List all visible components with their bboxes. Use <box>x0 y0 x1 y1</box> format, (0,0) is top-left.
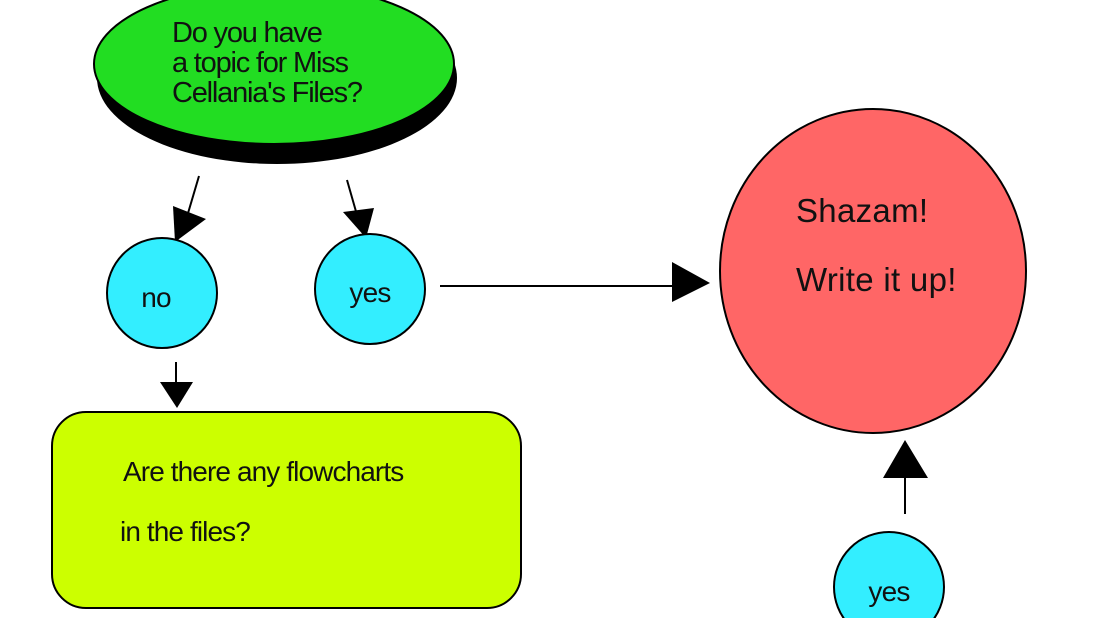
arrow-yes-to-result <box>440 262 710 302</box>
arrow-bottom-yes-to-result <box>883 440 928 514</box>
answer-yes-bottom-shape <box>833 531 945 618</box>
answer-yes-label: yes <box>349 277 390 308</box>
arrow-question-to-no <box>173 175 206 242</box>
question-line-3: Cellania's Files? <box>172 77 363 109</box>
question-node: Do you have a topic for Miss Cellania's … <box>93 0 457 164</box>
answer-no-shape <box>106 237 218 349</box>
result-shape <box>719 108 1027 434</box>
answer-yes-shape <box>314 233 426 345</box>
result-line-2: Write it up! <box>796 261 957 298</box>
question-line-1: Do you have <box>172 17 322 49</box>
answer-yes-node: yes <box>314 233 426 345</box>
result-node: Shazam! Write it up! <box>719 108 1027 434</box>
arrow-question-to-yes <box>343 179 374 238</box>
answer-no-label: no <box>141 282 171 313</box>
flowcharts-box-line-2: in the files? <box>120 516 250 547</box>
question-line-2: a topic for Miss <box>172 47 348 79</box>
flowcharts-box-shape <box>51 411 522 609</box>
answer-yes-bottom-node: yes <box>833 531 945 618</box>
flowcharts-box-line-1: Are there any flowcharts <box>123 456 403 487</box>
arrow-no-to-box <box>160 362 193 408</box>
answer-no-node: no <box>106 237 218 349</box>
result-line-1: Shazam! <box>796 192 928 229</box>
flowcharts-box-node: Are there any flowcharts in the files? <box>51 411 522 609</box>
question-node-shape <box>93 0 455 145</box>
answer-yes-bottom-label: yes <box>868 576 909 607</box>
